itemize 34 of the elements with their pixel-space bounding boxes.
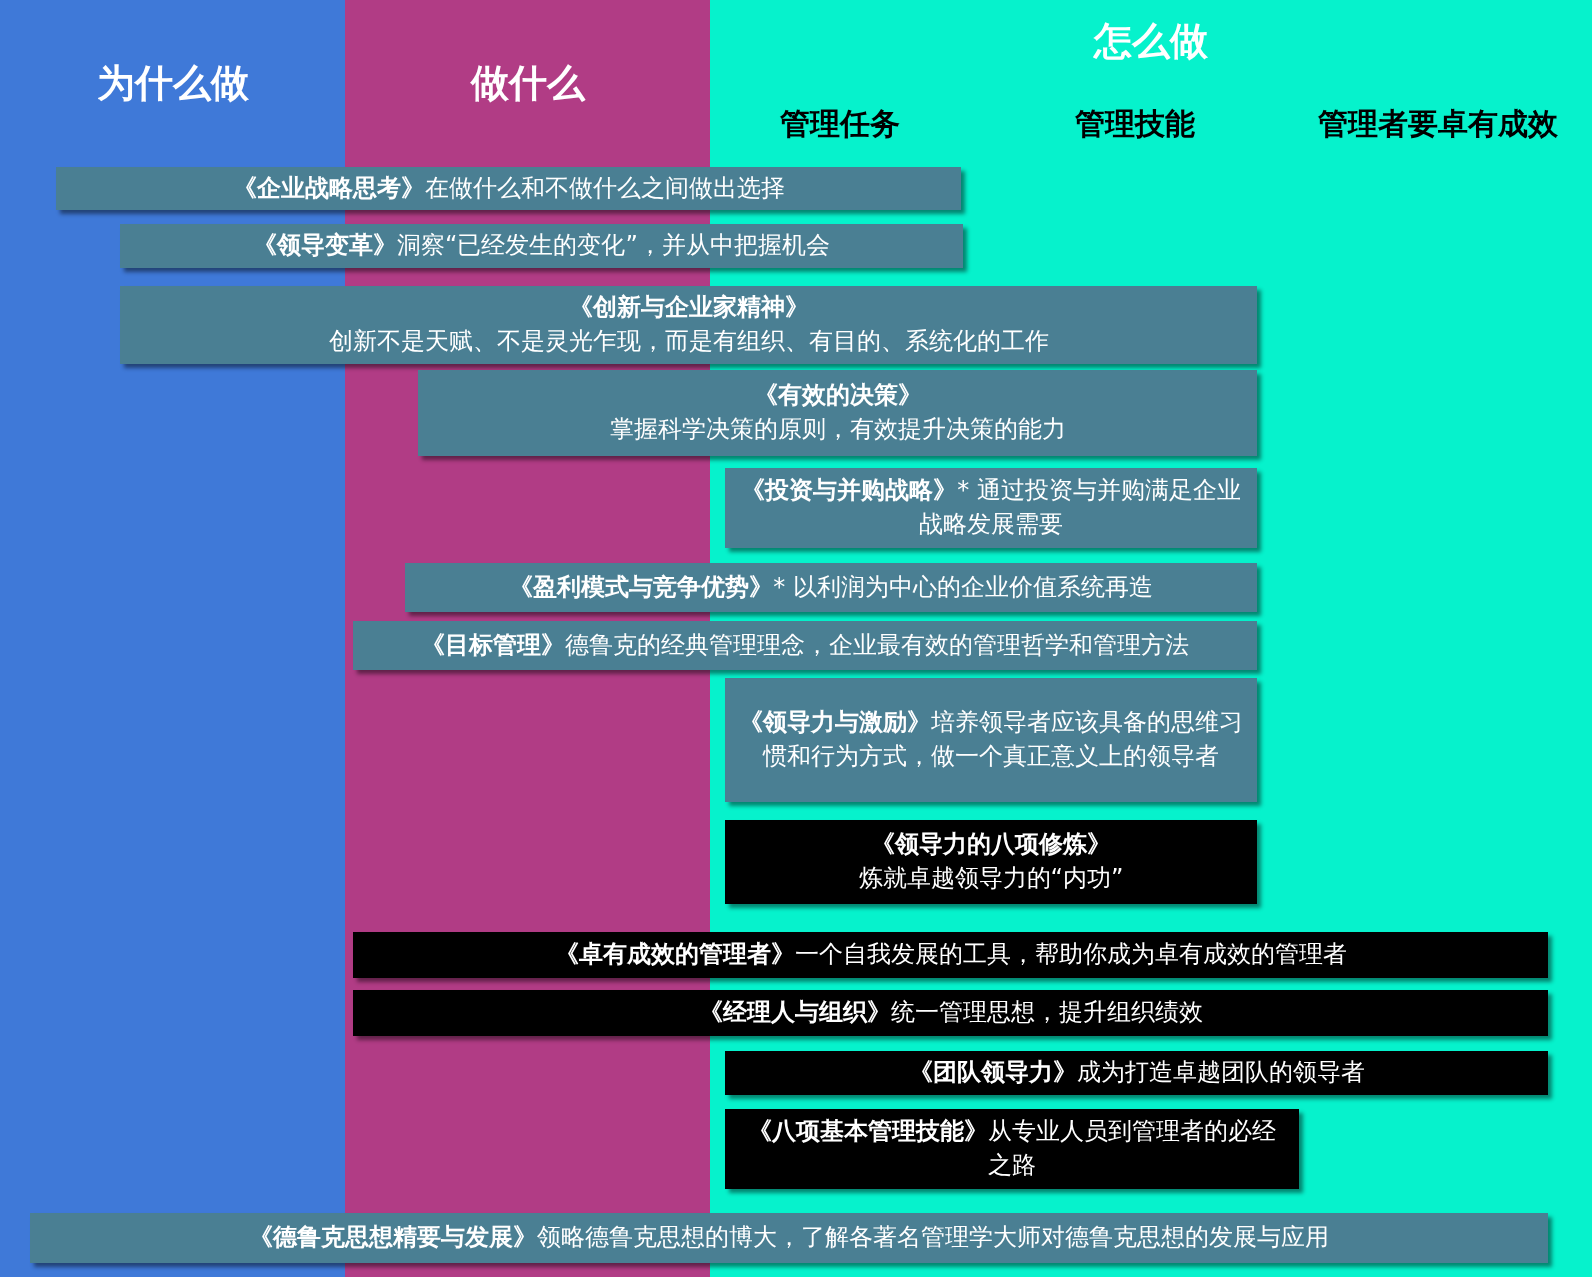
course-description: 《德鲁克思想精要与发展》领略德鲁克思想的博大，了解各著名管理学大师对德鲁克思想的发展与应用: [249, 1222, 1329, 1254]
course-bar: [353, 621, 1257, 670]
course-bar: [120, 286, 1257, 364]
course-description: 《有效的决策》 掌握科学决策的原则，有效提升决策的能力: [609, 380, 1066, 445]
course-description: 《企业战略思考》在做什么和不做什么之间做出选择: [232, 172, 785, 204]
course-description: 《目标管理》德鲁克的经典管理理念，企业最有效的管理哲学和管理方法: [421, 629, 1189, 661]
subcolumn-heading: 管理任务: [780, 105, 900, 143]
course-bar: [120, 224, 963, 268]
course-bar: [725, 1051, 1548, 1095]
course-bar: [405, 563, 1257, 612]
course-description: 《领导力的八项修炼》 炼就卓越领导力的“内功”: [858, 829, 1124, 894]
course-bar: [725, 678, 1257, 802]
column-heading: 怎么做: [1092, 18, 1209, 65]
course-description: 《创新与企业家精神》 创新不是天赋、不是灵光乍现，而是有组织、有目的、系统化的工作: [328, 292, 1049, 357]
subcolumn-heading: 管理者要卓有成效: [1318, 105, 1558, 143]
course-description: 《投资与并购战略》* 通过投资与并购满足企业战略发展需要: [740, 475, 1242, 540]
course-description: 《八项基本管理技能》从专业人员到管理者的必经之路: [747, 1116, 1277, 1181]
course-bar: [725, 468, 1257, 548]
course-description: 《领导变革》洞察“已经发生的变化”，并从中把握机会: [253, 230, 830, 262]
column-heading: 为什么做: [95, 60, 250, 107]
course-bar: [725, 1109, 1299, 1189]
course-bar: [353, 990, 1548, 1036]
course-description: 《卓有成效的管理者》一个自我发展的工具，帮助你成为卓有成效的管理者: [554, 939, 1347, 971]
course-description: 《领导力与激励》培养领导者应该具备的思维习惯和行为方式，做一个真正意义上的领导者: [738, 707, 1244, 772]
course-bar: [725, 820, 1257, 904]
column-heading: 做什么: [469, 60, 587, 107]
course-bar: [353, 932, 1548, 978]
course-bar: [30, 1213, 1548, 1263]
course-description: 《经理人与组织》统一管理思想，提升组织绩效: [698, 997, 1203, 1029]
course-description: 《团队领导力》成为打造卓越团队的领导者: [908, 1057, 1365, 1089]
course-bar: [56, 167, 961, 210]
course-bar: [418, 370, 1257, 456]
subcolumn-heading: 管理技能: [1075, 105, 1195, 143]
course-description: 《盈利模式与竞争优势》* 以利润为中心的企业价值系统再造: [509, 571, 1153, 603]
